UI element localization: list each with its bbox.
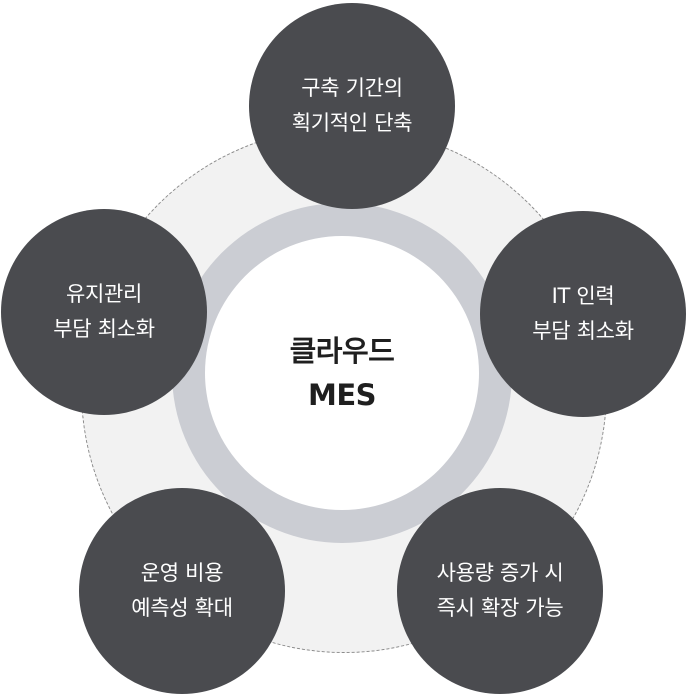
benefit-line1: 사용량 증가 시 [436,561,564,585]
benefit-node-maintenance: 유지관리 부담 최소화 [1,209,207,415]
benefit-line2: 즉시 확장 가능 [436,596,564,620]
benefit-line1: 운영 비용 [140,561,224,585]
center-title-line2: MES [307,378,377,412]
benefit-line2: 예측성 확대 [131,596,233,620]
benefit-line2: 획기적인 단축 [291,111,413,135]
center-title-line1: 클라우드 [289,334,395,368]
benefit-line1: IT 인력 [551,284,615,308]
center-label: 클라우드 MES [205,236,479,510]
benefit-node-cost-predictability: 운영 비용 예측성 확대 [79,488,285,694]
benefit-node-scalability: 사용량 증가 시 즉시 확장 가능 [397,488,603,694]
benefit-line2: 부담 최소화 [532,319,634,343]
benefit-line1: 구축 기간의 [301,76,403,100]
benefit-line1: 유지관리 [65,282,143,306]
benefit-node-build-time: 구축 기간의 획기적인 단축 [249,3,455,209]
benefit-line2: 부담 최소화 [53,317,155,341]
benefit-node-it-staff: IT 인력 부담 최소화 [480,211,686,417]
